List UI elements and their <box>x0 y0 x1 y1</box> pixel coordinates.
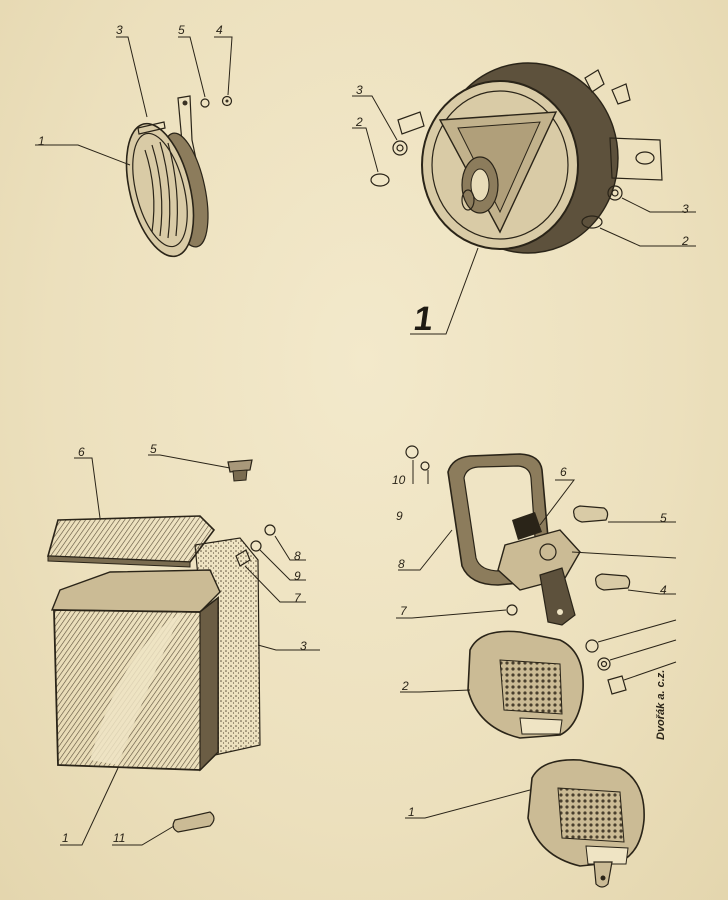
headlamp-label-3a: 3 <box>356 83 363 97</box>
taillamp-label-4: 4 <box>660 583 667 597</box>
taillamp-label-2: 2 <box>402 679 409 693</box>
headlamp-assembly <box>370 62 663 254</box>
headlamp-leaders <box>352 95 696 335</box>
horn-leaders <box>35 36 233 166</box>
taillamp-label-7: 7 <box>400 604 407 618</box>
taillamp-label-9: 9 <box>396 509 403 523</box>
horn-label-4: 4 <box>216 23 223 37</box>
battery-assembly <box>46 459 276 833</box>
battery-label-11: 11 <box>113 831 126 845</box>
battery-label-9: 9 <box>294 569 301 583</box>
horn-label-1: 1 <box>38 134 45 148</box>
taillamp-assembly <box>405 445 645 888</box>
taillamp-label-6: 6 <box>560 465 567 479</box>
taillamp-leaders <box>396 460 677 819</box>
taillamp-label-5: 5 <box>660 511 667 525</box>
headlamp-label-2b: 2 <box>682 234 689 248</box>
battery-label-8: 8 <box>294 549 301 563</box>
battery-label-7: 7 <box>294 591 301 605</box>
horn-label-5: 5 <box>178 23 185 37</box>
battery-label-5: 5 <box>150 442 157 456</box>
battery-leaders <box>60 454 320 846</box>
taillamp-label-8: 8 <box>398 557 405 571</box>
battery-label-3: 3 <box>300 639 307 653</box>
horn-label-3: 3 <box>116 23 123 37</box>
horn-assembly <box>125 95 233 258</box>
battery-label-6: 6 <box>78 445 85 459</box>
taillamp-label-1: 1 <box>408 805 415 819</box>
headlamp-label-3b: 3 <box>682 202 689 216</box>
battery-label-1: 1 <box>62 831 69 845</box>
taillamp-label-10: 10 <box>392 473 406 487</box>
headlamp-label-2a: 2 <box>356 115 363 129</box>
artist-signature: Dvořák a. c.z. <box>655 669 667 740</box>
